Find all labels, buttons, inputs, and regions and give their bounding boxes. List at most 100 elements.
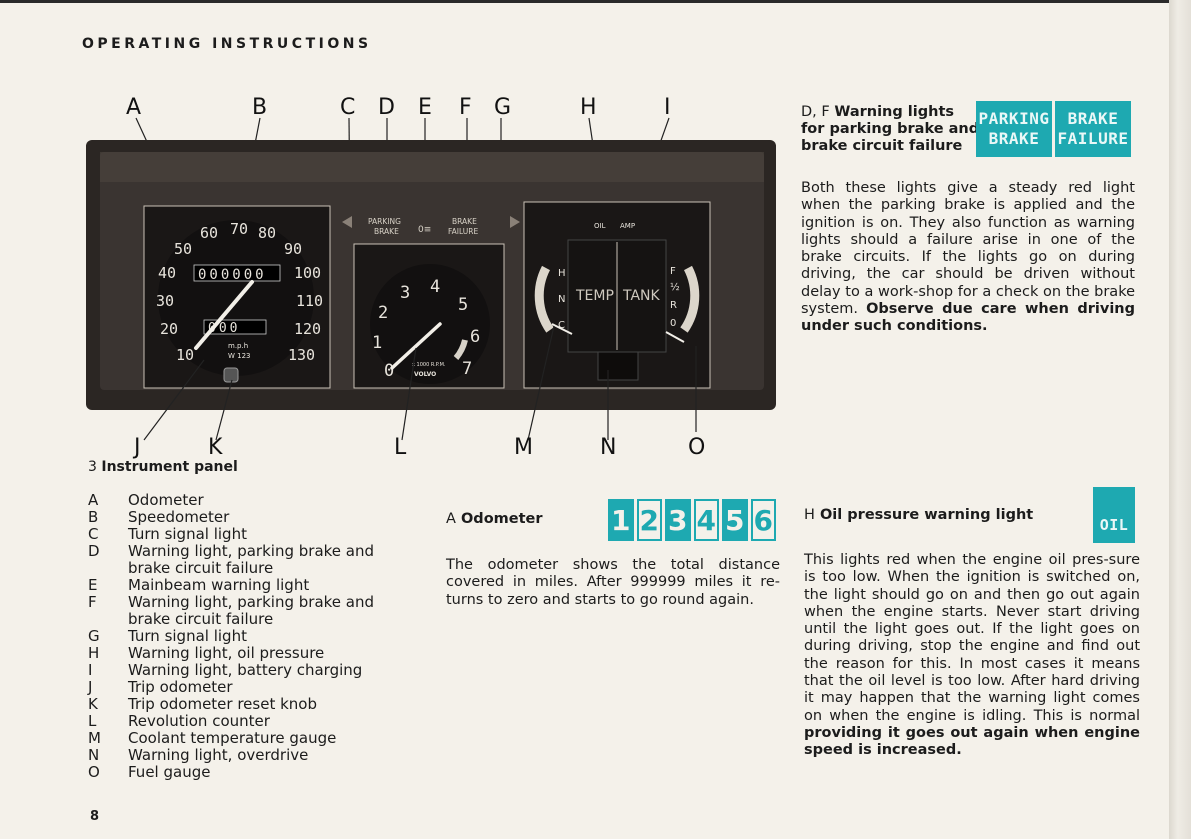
legend-description: Revolution counter (128, 712, 270, 730)
legend-item: B Speedometer (88, 509, 418, 526)
callout-i: I (664, 95, 671, 120)
warning-strip: PARKING BRAKE 0≡ BRAKE FAILURE (342, 216, 520, 236)
leader-lines-bottom (143, 325, 697, 441)
legend-key: J (88, 678, 93, 696)
legend-item: C Turn signal light (88, 526, 418, 543)
speedo-odometer-reading: 000000 (198, 267, 267, 283)
oil-body: This lights red when the engine oil pres… (804, 552, 1140, 760)
legend-key: H (88, 644, 100, 662)
legend-description: Fuel gauge (128, 763, 211, 781)
tacho-num-4: 4 (430, 277, 440, 297)
caption-title: Instrument panel (101, 459, 238, 475)
legend-description: Turn signal light (128, 525, 247, 543)
callout-m: M (514, 435, 533, 460)
legend-description: Warning light, overdrive (128, 746, 309, 764)
lamp-amp: AMP (620, 222, 635, 230)
fuel-needle (665, 331, 685, 343)
dash-top-shade (100, 152, 764, 182)
strip-brake-l2: FAILURE (448, 227, 478, 236)
page-top-edge (0, 0, 1191, 3)
callout-l: L (394, 435, 407, 460)
odometer-digit: 2 (636, 499, 662, 541)
strip-parking-l2: BRAKE (374, 227, 399, 236)
speedometer: 10 20 30 40 50 60 70 80 90 100 110 120 1… (143, 205, 331, 389)
tacho-redzone (453, 339, 468, 360)
callout-n: N (600, 435, 616, 460)
figure-caption: 3 Instrument panel (88, 459, 238, 475)
trip-reset-knob (223, 367, 239, 383)
speedo-code: W 123 (228, 352, 251, 360)
parking-lamp-l2: BRAKE (988, 129, 1040, 148)
legend-description: Trip odometer (128, 678, 233, 696)
callouts-bottom: J K L M N O (132, 435, 705, 460)
legend-description: Warning light, battery charging (128, 661, 363, 679)
legend-key: E (88, 576, 98, 594)
lamp-oil: OIL (594, 222, 606, 230)
legend-description: Speedometer (128, 508, 230, 526)
temp-mark-n: N (558, 294, 565, 305)
callout-h: H (580, 95, 597, 120)
legend-key: O (88, 763, 100, 781)
oil-prefix: H (804, 507, 815, 523)
tank-label: TANK (622, 288, 661, 304)
legend-key: B (88, 508, 99, 526)
odometer-title-text: Odometer (460, 511, 543, 527)
legend-description: Warning light, parking brake and brake c… (128, 542, 374, 577)
temp-mark-c: C (558, 320, 565, 331)
oil-body-bold: providing it goes out again when engine … (804, 724, 1140, 759)
legend-key: K (88, 695, 98, 713)
fuel-mark-0: 0 (670, 318, 676, 329)
legend-key: I (88, 661, 93, 679)
brake-failure-lamp: BRAKE FAILURE (1055, 101, 1131, 157)
legend-key: M (88, 729, 101, 747)
legend-item: I Warning light, battery charging (88, 662, 418, 679)
legend-description: Warning light, parking brake and brake c… (128, 593, 374, 628)
callout-f: F (459, 95, 472, 120)
df-prefix: D, F (801, 104, 830, 120)
speedo-num-90: 90 (284, 240, 302, 258)
temp-needle (551, 323, 573, 335)
speedo-num-10: 10 (176, 346, 194, 364)
odometer-title: A Odometer (446, 511, 543, 527)
callout-o: O (688, 435, 705, 460)
tacho-needle (390, 322, 442, 370)
legend-key: C (88, 525, 99, 543)
tachometer: 0 1 2 3 4 5 6 7 x 1000 R.P.M. VOLVO (353, 243, 505, 389)
instrument-panel-figure: A B C D E F G H I 10 20 30 40 50 60 (86, 95, 776, 460)
tacho-num-3: 3 (400, 283, 410, 303)
legend-description: Turn signal light (128, 627, 247, 645)
tacho-num-2: 2 (378, 303, 388, 323)
speedo-num-80: 80 (258, 224, 276, 242)
odometer-digit: 4 (693, 499, 719, 541)
page-right-edge (1169, 0, 1191, 839)
oil-title-text: Oil pressure warning light (819, 507, 1034, 523)
caption-number: 3 (88, 459, 97, 475)
callout-e: E (418, 95, 432, 120)
callout-c: C (340, 95, 355, 120)
overdrive-lamp (597, 351, 639, 381)
temp-mark-h: H (558, 268, 566, 279)
page-header: OPERATING INSTRUCTIONS (82, 36, 372, 52)
brake-lamp-l1: BRAKE (1067, 109, 1119, 128)
callout-k: K (208, 435, 223, 460)
legend-key: N (88, 746, 100, 764)
speedo-num-130: 130 (288, 346, 315, 364)
df-title-text: Warning lights for parking brake and bra… (801, 104, 980, 154)
tacho-num-7: 7 (462, 359, 472, 379)
oil-section-title: H Oil pressure warning light (804, 507, 1033, 523)
tacho-num-6: 6 (470, 327, 480, 347)
speedo-needle (194, 280, 254, 350)
legend-key: F (88, 593, 97, 611)
callout-d: D (378, 95, 395, 120)
tacho-unit: x 1000 R.P.M. (412, 362, 446, 368)
df-section-title: D, F Warning lights for parking brake an… (801, 104, 981, 155)
